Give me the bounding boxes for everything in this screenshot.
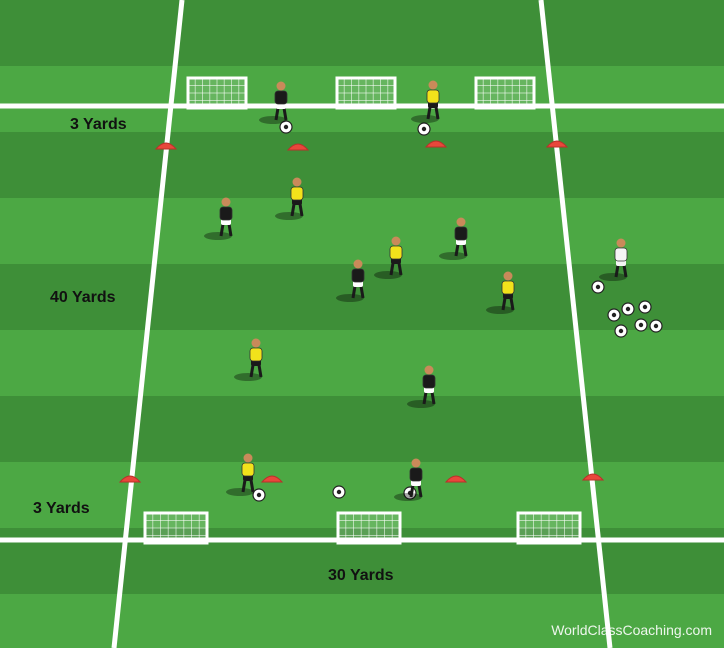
players: [204, 80, 628, 501]
mini-goal-icon: [474, 76, 536, 110]
cone-icon: [424, 140, 448, 148]
grass-stripe: [0, 594, 724, 648]
mini-goal-icon: [143, 511, 209, 545]
cone-icon: [118, 475, 142, 483]
grass-stripe: [0, 330, 724, 396]
player-icon: [259, 81, 288, 124]
player-icon: [374, 236, 403, 279]
mini-goal-icon: [336, 511, 402, 545]
bottom-zone-label: 3 Yards: [33, 500, 90, 517]
grass-stripe: [0, 198, 724, 264]
soccer-ball-icon: [279, 120, 293, 134]
cone-icon: [444, 475, 468, 483]
cone-icon: [154, 142, 178, 150]
grass-stripe: [0, 462, 724, 528]
player-icon: [275, 177, 304, 220]
player-icon: [234, 338, 263, 381]
watermark: WorldClassCoaching.com: [551, 622, 712, 638]
soccer-ball-icon: [614, 324, 628, 338]
left-sideline: [111, 0, 185, 648]
soccer-ball-icon: [638, 300, 652, 314]
player-icon: [336, 259, 365, 302]
grass-stripe: [0, 0, 724, 66]
soccer-balls: [252, 120, 663, 502]
cone-icon: [286, 143, 310, 151]
soccer-ball-icon: [591, 280, 605, 294]
player-icon: [411, 80, 440, 123]
soccer-ball-icon: [621, 302, 635, 316]
cone-icon: [260, 475, 284, 483]
player-icon: [407, 365, 436, 408]
field-length-label: 40 Yards: [50, 289, 116, 306]
cone-icon: [581, 473, 605, 481]
soccer-ball-icon: [649, 319, 663, 333]
soccer-ball-icon: [252, 488, 266, 502]
right-sideline: [538, 0, 613, 648]
mini-goal-icon: [335, 76, 397, 110]
mini-goal-icon: [516, 511, 582, 545]
soccer-ball-icon: [634, 318, 648, 332]
grass-stripe: [0, 132, 724, 198]
soccer-ball-icon: [332, 485, 346, 499]
mini-goal-icon: [186, 76, 248, 110]
top-zone-label: 3 Yards: [70, 116, 127, 133]
cones: [118, 140, 605, 483]
player-icon: [394, 458, 423, 501]
mini-goals: [143, 76, 582, 545]
grass-stripe: [0, 396, 724, 462]
soccer-ball-icon: [607, 308, 621, 322]
soccer-ball-icon: [417, 122, 431, 136]
field-width-label: 30 Yards: [328, 567, 394, 584]
player-icon: [226, 453, 255, 496]
player-icon: [204, 197, 233, 240]
player-icon: [486, 271, 515, 314]
cone-icon: [545, 140, 569, 148]
player-icon: [439, 217, 468, 260]
player-icon: [599, 238, 628, 281]
